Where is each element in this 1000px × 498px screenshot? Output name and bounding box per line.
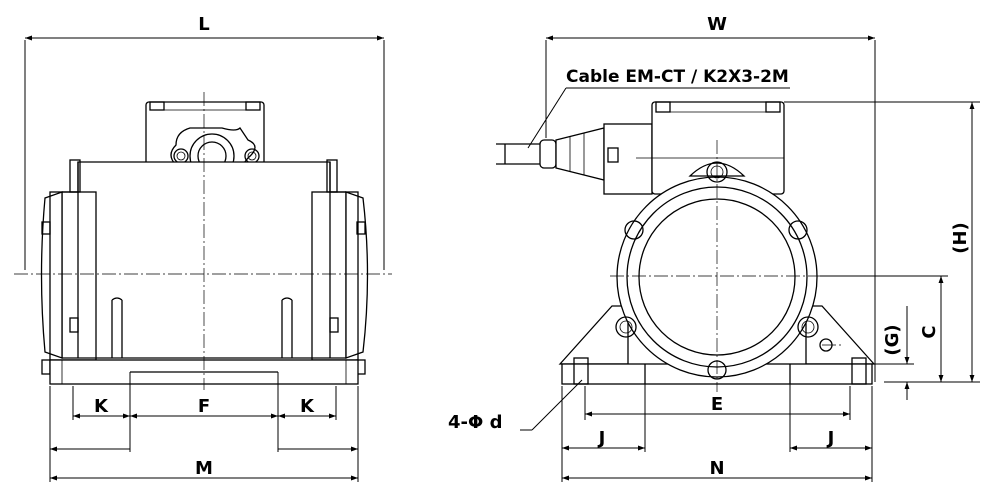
label-K-right: K [300,396,315,417]
side-view [14,92,392,390]
label-H: (H) [950,222,971,254]
label-F: F [198,396,210,417]
label-G: (G) [882,324,903,355]
label-L: L [198,14,209,35]
label-cable: Cable EM-CT / K2X3-2M [566,67,789,87]
dimension-labels: L K F K M W Cable EM-CT / K2X3-2M E J J … [94,14,971,479]
end-view-dimensions [520,35,980,482]
label-W: W [707,14,727,35]
label-hole: 4-Φ d [448,412,502,433]
end-view [496,101,876,392]
label-J-left: J [597,428,606,449]
label-M: M [195,458,213,479]
label-C: C [919,325,940,338]
label-K-left: K [94,396,109,417]
label-J-right: J [826,428,835,449]
side-view-dimensions [24,35,385,482]
label-E: E [711,394,723,415]
label-N: N [709,458,724,479]
